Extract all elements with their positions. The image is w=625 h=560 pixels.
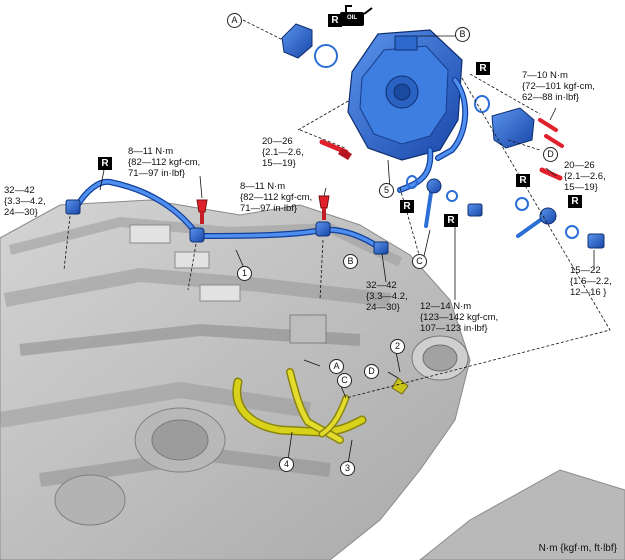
replace-badge-pump-cap: R — [328, 14, 342, 27]
supply-pump-5 — [347, 29, 469, 193]
torque-clamp-left: 8—11 N·m{82—112 kgf-cm,71—97 in·lbf} — [128, 146, 201, 179]
oil-label: OIL — [347, 15, 357, 21]
callout-a-top: A — [227, 13, 242, 28]
torque-banjo: 12—14 N·m{123—142 kgf-cm,107—123 in·lbf} — [420, 301, 499, 334]
pump-valve-d — [474, 95, 535, 149]
torque-clamp-right: 8—11 N·m{82—112 kgf-cm,71—97 in·lbf} — [240, 181, 313, 214]
callout-3: 3 — [340, 461, 355, 476]
replace-badge-pipe: R — [98, 157, 112, 170]
callout-d-bottom: D — [364, 364, 379, 379]
callout-a-bottom: A — [329, 359, 344, 374]
unit-note: N·m {kgf·m, ft·lbf} — [538, 543, 617, 554]
replace-badge-gasket-4: R — [568, 195, 582, 208]
torque-sensor-bolts: 7—10 N·m{72—101 kgf-cm,62—88 in·lbf} — [522, 70, 595, 103]
replace-badge-gasket-2: R — [444, 214, 458, 227]
callout-c-bottom: C — [337, 373, 352, 388]
pump-bolts — [319, 118, 564, 181]
callout-5: 5 — [379, 183, 394, 198]
replace-badge-gasket-3: R — [516, 174, 530, 187]
pump-fittings — [406, 175, 605, 249]
fuel-pipe-1-blue — [65, 178, 389, 255]
callout-c-top: C — [412, 254, 427, 269]
callout-1: 1 — [237, 266, 252, 281]
replace-badge-gasket-1: R — [400, 200, 414, 213]
pump-cap-a — [281, 23, 338, 68]
callout-4: 4 — [279, 457, 294, 472]
torque-pump-bolt: 20—26{2.1—2.6,15—19} — [262, 136, 304, 169]
callout-b-top: B — [455, 27, 470, 42]
callout-2: 2 — [390, 339, 405, 354]
callout-d-top: D — [543, 147, 558, 162]
engine-assembly — [0, 199, 625, 560]
torque-pipe-right: 32—42{3.3—4.2,24—30} — [366, 280, 408, 313]
fuel-pipes-yellow — [232, 368, 409, 444]
torque-pipe-left: 32—42{3.3—4.2,24—30} — [4, 185, 46, 218]
torque-pump-bolt-2: 20—26{2.1—2.6,15—19} — [564, 160, 606, 193]
callout-b-bottom: B — [343, 254, 358, 269]
oil-can-icon — [340, 5, 373, 26]
clamp-bolts — [196, 195, 330, 224]
replace-badge-valve-oring: R — [476, 62, 490, 75]
torque-union: 15—22{1.6—2.2,12—16 } — [570, 265, 612, 298]
